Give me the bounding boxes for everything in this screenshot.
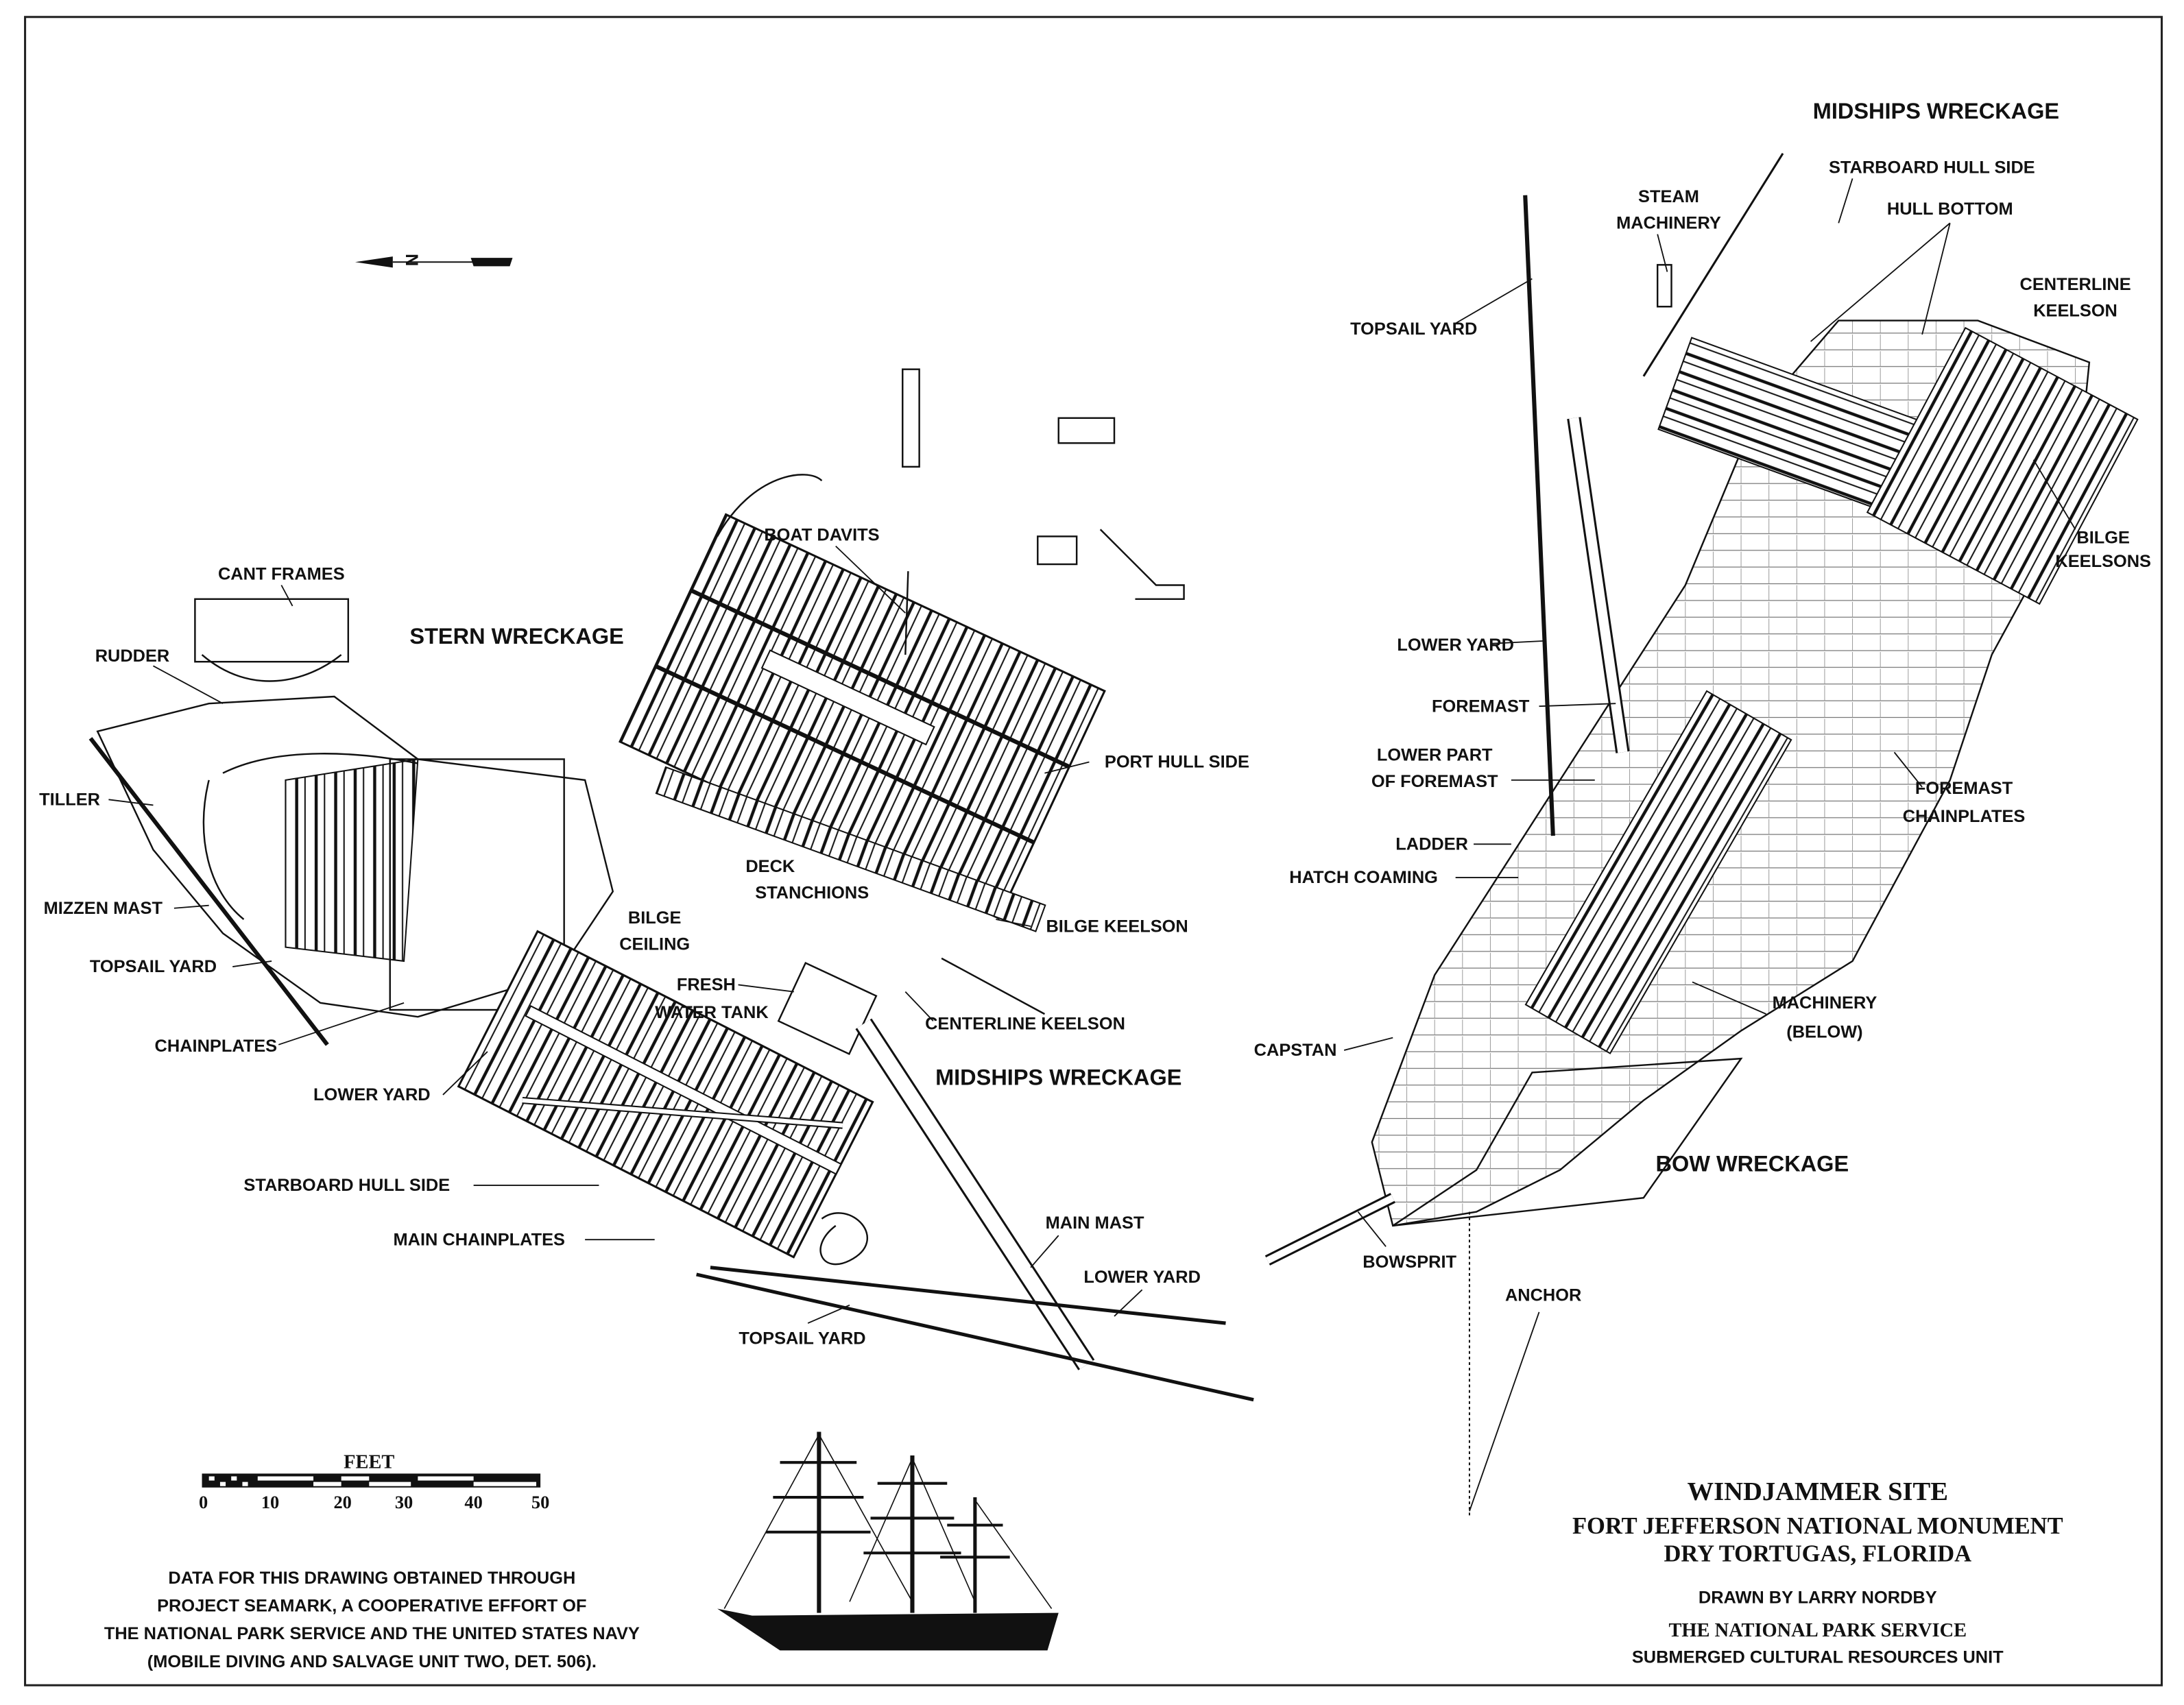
scale-bar: FEET 0 10 20 30 40 50	[199, 1451, 549, 1512]
label-machinery: MACHINERY	[1616, 214, 1721, 233]
bow-midships-right-drawing	[1264, 153, 2139, 1519]
label-water-tank: WATER TANK	[655, 1003, 769, 1022]
label-chainplates-left: CHAINPLATES	[155, 1037, 278, 1056]
label-keelson: KEELSON	[2033, 301, 2117, 320]
label-chainplates-right: CHAINPLATES	[1903, 807, 2026, 826]
ship-silhouette-icon	[717, 1431, 1059, 1651]
label-keelsons: KEELSONS	[2055, 552, 2151, 571]
label-machinery-below: MACHINERY	[1773, 993, 1877, 1013]
label-rudder: RUDDER	[95, 646, 170, 666]
label-bowsprit: BOWSPRIT	[1363, 1253, 1456, 1272]
label-main-chainplates: MAIN CHAINPLATES	[394, 1230, 565, 1249]
scale-tick: 40	[464, 1492, 482, 1512]
credit-line: PROJECT SEAMARK, A COOPERATIVE EFFORT OF	[157, 1597, 586, 1616]
label-centerline: CENTERLINE	[2020, 275, 2131, 294]
scale-tick: 30	[395, 1492, 413, 1512]
agency-unit: SUBMERGED CULTURAL RESOURCES UNIT	[1632, 1648, 2004, 1667]
north-arrow-icon: N	[355, 254, 513, 268]
label-lower-part: LOWER PART	[1377, 745, 1493, 764]
stern-wreckage-drawing	[88, 598, 874, 1259]
scale-tick: 10	[261, 1492, 279, 1512]
midships-center-drawing	[619, 368, 1254, 1402]
agency: THE NATIONAL PARK SERVICE	[1668, 1620, 1967, 1641]
drawing-subtitle: FORT JEFFERSON NATIONAL MONUMENT	[1572, 1513, 2063, 1539]
label-bilge: BILGE	[2076, 529, 2130, 548]
title-block: WINDJAMMER SITE FORT JEFFERSON NATIONAL …	[1572, 1477, 2063, 1667]
label-deck: DECK	[745, 857, 795, 876]
credit-line: THE NATIONAL PARK SERVICE AND THE UNITED…	[104, 1624, 640, 1643]
scale-tick: 0	[199, 1492, 208, 1512]
credit-line: (MOBILE DIVING AND SALVAGE UNIT TWO, DET…	[147, 1652, 597, 1671]
label-topsail-yard-left: TOPSAIL YARD	[90, 957, 217, 976]
label-starboard-hull-side-left: STARBOARD HULL SIDE	[243, 1176, 450, 1195]
label-capstan: CAPSTAN	[1254, 1041, 1337, 1060]
label-bilge-center: BILGE	[628, 908, 682, 928]
section-midships-top: MIDSHIPS WRECKAGE	[1813, 99, 2059, 123]
label-hatch-coaming: HATCH COAMING	[1289, 868, 1438, 887]
label-ceiling: CEILING	[619, 935, 690, 954]
section-bow: BOW WRECKAGE	[1655, 1152, 1849, 1176]
drawn-by: DRAWN BY LARRY NORDBY	[1699, 1588, 1937, 1607]
label-main-mast: MAIN MAST	[1046, 1213, 1144, 1233]
credit-line: DATA FOR THIS DRAWING OBTAINED THROUGH	[168, 1569, 575, 1588]
label-below: (BELOW)	[1786, 1023, 1862, 1042]
label-anchor: ANCHOR	[1505, 1286, 1581, 1305]
drawing-location: DRY TORTUGAS, FLORIDA	[1664, 1540, 1971, 1567]
section-midships-center: MIDSHIPS WRECKAGE	[935, 1065, 1181, 1090]
label-fresh: FRESH	[677, 976, 736, 995]
labels: MIDSHIPS WRECKAGE STARBOARD HULL SIDE ST…	[39, 99, 2151, 1512]
label-centerline-keelson: CENTERLINE KEELSON	[925, 1014, 1125, 1033]
label-ladder: LADDER	[1395, 834, 1468, 854]
label-foremast: FOREMAST	[1432, 697, 1530, 716]
label-lower-yard-left: LOWER YARD	[313, 1085, 431, 1104]
label-cant-frames: CANT FRAMES	[218, 564, 345, 583]
sheet-border	[24, 16, 2163, 1686]
label-steam: STEAM	[1638, 187, 1699, 206]
label-mizzen-mast: MIZZEN MAST	[44, 899, 163, 918]
north-letter: N	[403, 254, 422, 266]
label-lower-yard-right: LOWER YARD	[1397, 636, 1514, 655]
label-topsail-yard-center: TOPSAIL YARD	[739, 1329, 865, 1349]
label-of-foremast: OF FOREMAST	[1371, 772, 1498, 791]
label-tiller: TILLER	[39, 790, 100, 809]
scale-unit: FEET	[344, 1451, 394, 1473]
label-port-hull-side: PORT HULL SIDE	[1105, 753, 1249, 772]
label-bilge-keelson: BILGE KEELSON	[1046, 917, 1188, 936]
section-stern: STERN WRECKAGE	[409, 624, 623, 649]
drawing-title: WINDJAMMER SITE	[1688, 1477, 1948, 1506]
label-hull-bottom: HULL BOTTOM	[1887, 199, 2013, 219]
label-stanchions: STANCHIONS	[755, 884, 869, 903]
scale-tick: 20	[333, 1492, 351, 1512]
scale-tick: 50	[531, 1492, 549, 1512]
label-boat-davits: BOAT DAVITS	[764, 526, 879, 545]
label-starboard-hull-side-right: STARBOARD HULL SIDE	[1829, 158, 2035, 177]
label-foremast-cp: FOREMAST	[1915, 779, 2013, 798]
credits: DATA FOR THIS DRAWING OBTAINED THROUGH P…	[104, 1569, 640, 1671]
label-lower-yard-center: LOWER YARD	[1083, 1268, 1201, 1287]
